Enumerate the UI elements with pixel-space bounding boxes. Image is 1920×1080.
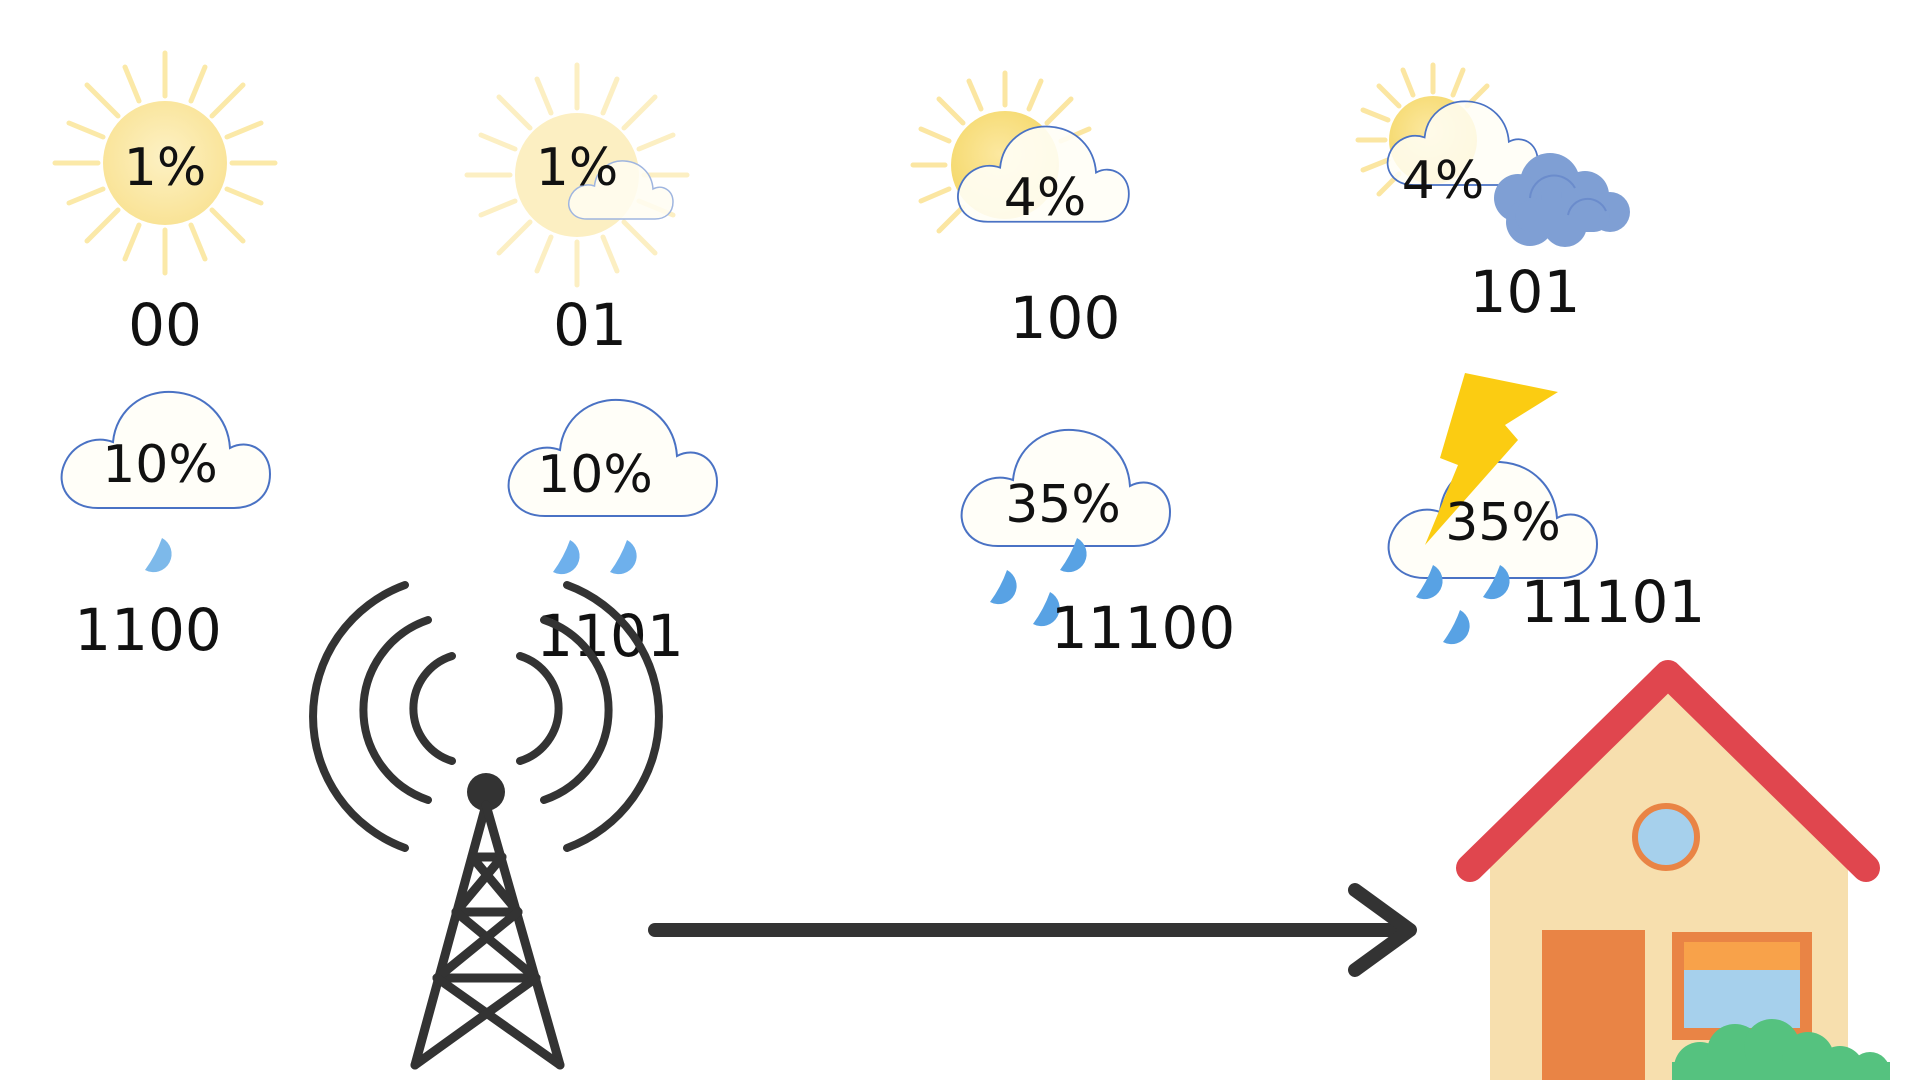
code-label: 100 bbox=[1010, 284, 1121, 352]
lightning-bolt bbox=[1425, 373, 1558, 545]
probability-label: 10% bbox=[537, 445, 653, 505]
raindrop bbox=[1483, 565, 1510, 600]
light-rain-cloud-icon bbox=[60, 390, 271, 573]
probability-label: 1% bbox=[124, 138, 207, 198]
code-label: 101 bbox=[1470, 258, 1581, 326]
weather-item-rain: 10% 1101 bbox=[507, 398, 718, 670]
radio-tower-icon bbox=[309, 581, 663, 1070]
weather-item-sun-small-cloud: 1% 01 bbox=[464, 62, 690, 359]
house-icon bbox=[1456, 660, 1890, 1080]
house-door bbox=[1542, 930, 1645, 1080]
code-label: 01 bbox=[553, 291, 627, 359]
bush bbox=[1672, 1019, 1890, 1080]
code-label: 00 bbox=[128, 291, 202, 359]
code-label: 11101 bbox=[1521, 568, 1706, 636]
thunderstorm-cloud-icon bbox=[1387, 373, 1598, 645]
sun-dark-cloud-icon bbox=[1355, 62, 1630, 247]
weather-item-heavy-rain: 35% 11100 bbox=[960, 428, 1236, 662]
code-label: 11100 bbox=[1051, 594, 1236, 662]
code-label: 1100 bbox=[74, 596, 222, 664]
probability-label: 4% bbox=[1004, 168, 1087, 228]
arrow-right-icon bbox=[648, 883, 1417, 977]
probability-label: 10% bbox=[102, 435, 218, 495]
raindrop bbox=[1443, 610, 1470, 645]
probability-label: 35% bbox=[1445, 493, 1561, 553]
weather-item-sun: 1% 00 bbox=[52, 50, 278, 359]
sun-icon bbox=[52, 50, 278, 276]
weather-item-thunderstorm: 35% 11101 bbox=[1387, 373, 1706, 645]
heavy-rain-cloud-icon bbox=[960, 428, 1171, 627]
raindrop bbox=[990, 570, 1017, 605]
rain-cloud-icon bbox=[507, 398, 718, 575]
raindrop bbox=[1033, 592, 1060, 627]
raindrop bbox=[1060, 538, 1087, 573]
dark-cloud bbox=[1494, 153, 1630, 247]
weather-item-light-rain: 10% 1100 bbox=[60, 390, 271, 664]
raindrop bbox=[553, 540, 580, 575]
raindrop bbox=[145, 538, 172, 573]
probability-label: 1% bbox=[536, 138, 619, 198]
raindrop bbox=[610, 540, 637, 575]
weather-item-sun-cloud: 4% 100 bbox=[910, 70, 1130, 352]
sun-cloud-icon bbox=[910, 70, 1130, 234]
raindrop bbox=[1416, 565, 1443, 600]
probability-label: 35% bbox=[1005, 475, 1121, 535]
house-round-window bbox=[1632, 803, 1700, 871]
sun-small-cloud-icon bbox=[464, 62, 690, 288]
weather-item-sun-dark-cloud: 4% 101 bbox=[1355, 62, 1630, 326]
probability-label: 4% bbox=[1402, 151, 1485, 211]
house-roof bbox=[1456, 660, 1880, 882]
